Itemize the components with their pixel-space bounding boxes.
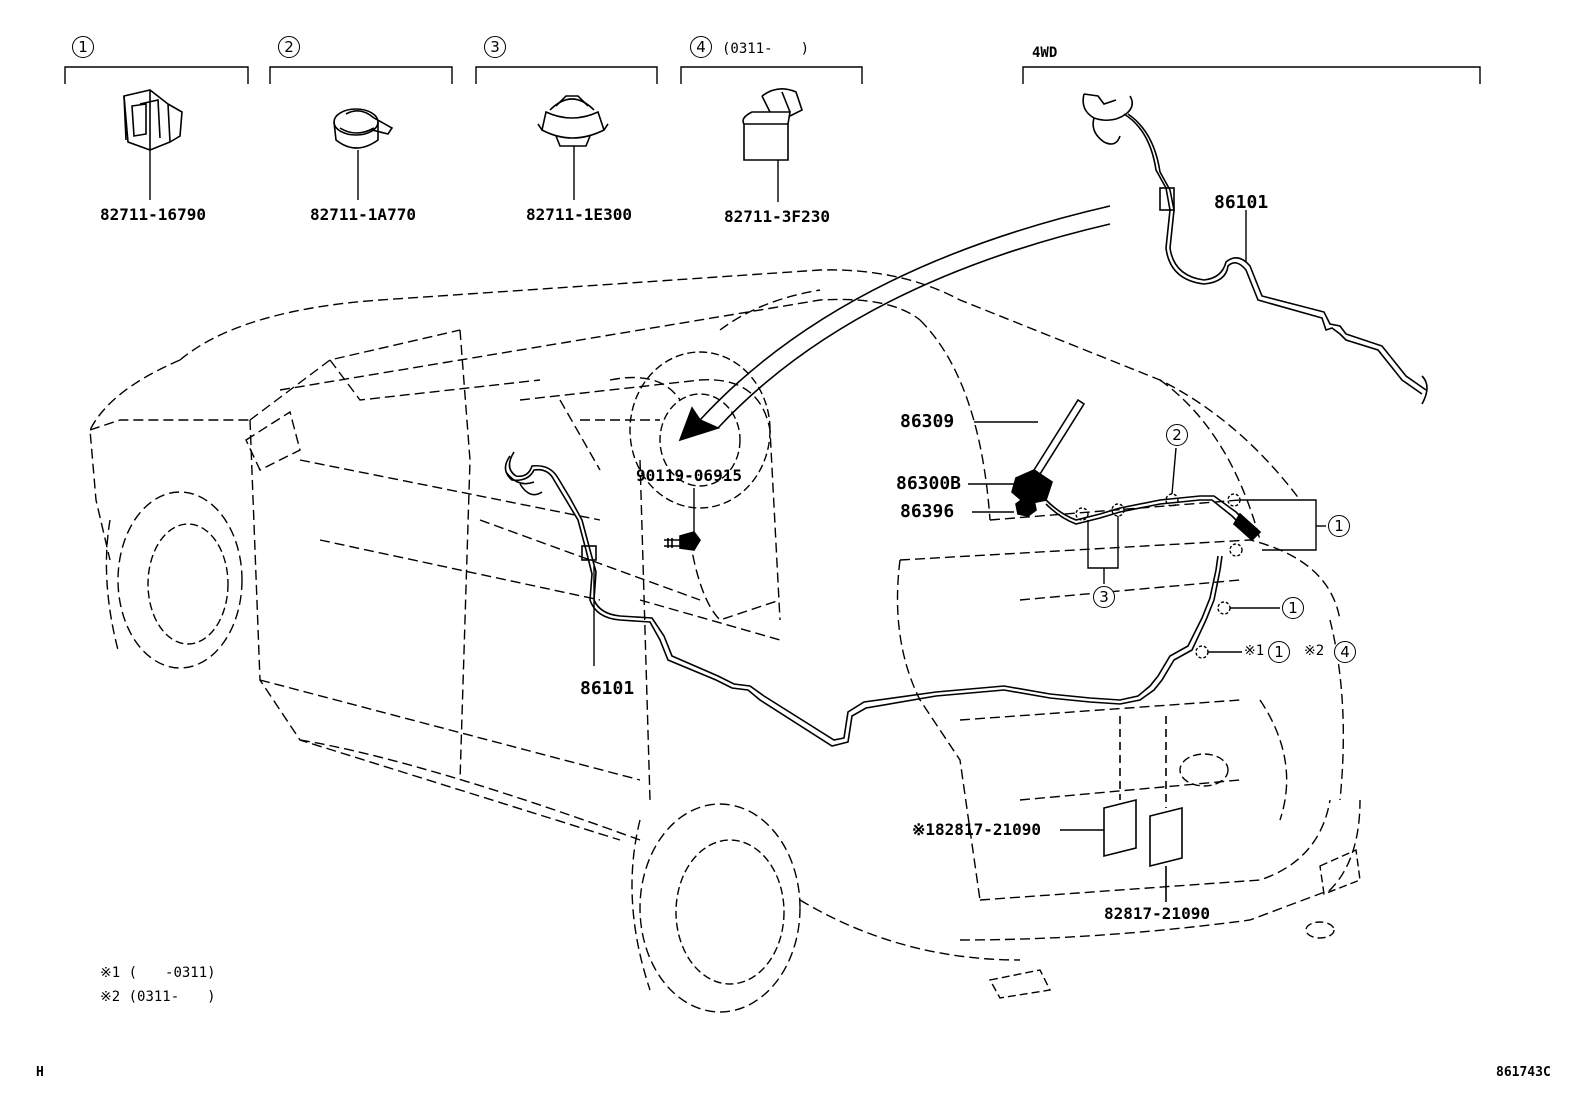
- diagram-code: 861743C: [1496, 1065, 1551, 1080]
- nut: [972, 497, 1037, 517]
- clip-1-drawing: [123, 89, 183, 200]
- part-number-82711-3F230[interactable]: 82711-3F230: [724, 207, 830, 226]
- steering-wheel: [629, 351, 771, 509]
- part-number-86300B[interactable]: 86300B: [896, 473, 962, 494]
- wire-harness-4wd: [1082, 93, 1428, 405]
- part-number-pad-left[interactable]: ※182817-21090: [912, 820, 1041, 839]
- part-4-date-note: (0311- ): [722, 41, 810, 57]
- clip-3-drawing: [537, 95, 609, 200]
- vehicle-outline: [89, 269, 1361, 961]
- part-index-1: 1: [72, 36, 94, 58]
- rear-wheel: [631, 803, 801, 1013]
- label-4wd: 4WD: [1032, 45, 1058, 61]
- pads: [1060, 716, 1183, 902]
- part-number-82711-16790[interactable]: 82711-16790: [100, 205, 206, 224]
- part-index-3: 3: [484, 36, 506, 58]
- front-wheel: [105, 491, 243, 669]
- clamp-points: [1075, 493, 1243, 659]
- clamp-mark-x2-num: 4: [1334, 641, 1356, 663]
- part-number-90119-06915[interactable]: 90119-06915: [636, 466, 742, 485]
- tail-details: [988, 753, 1361, 999]
- clamp-mark-1-single: 1: [1282, 597, 1304, 619]
- clamp-note-x2: ※2: [1304, 643, 1325, 659]
- clamp-mark-x1-num: 1: [1268, 641, 1290, 663]
- part-number-86101-4wd[interactable]: 86101: [1214, 192, 1269, 213]
- part-number-82711-1A770[interactable]: 82711-1A770: [310, 205, 416, 224]
- part-number-86396[interactable]: 86396: [900, 501, 955, 522]
- part-index-4: 4: [690, 36, 712, 58]
- clamp-mark-2: 2: [1166, 424, 1188, 446]
- part-index-2: 2: [278, 36, 300, 58]
- part-number-82711-1E300[interactable]: 82711-1E300: [526, 205, 632, 224]
- corner-label-left: H: [36, 1065, 44, 1080]
- part-number-86309[interactable]: 86309: [900, 411, 955, 432]
- part-number-86101-main[interactable]: 86101: [580, 678, 635, 699]
- note-line-1: ※1 ( -0311): [100, 965, 216, 981]
- clamp-leaders: [1087, 447, 1326, 653]
- clip-4-drawing: [742, 88, 803, 202]
- clamp-mark-3-group: 3: [1093, 586, 1115, 608]
- pointer-arrow: [678, 205, 1111, 442]
- part-number-pad-right[interactable]: 82817-21090: [1104, 904, 1210, 923]
- clamp-note-x1: ※1: [1244, 643, 1265, 659]
- wire-harness-main: [504, 451, 1223, 747]
- screw: [664, 488, 701, 551]
- top-part-brackets: [64, 66, 1481, 84]
- antenna-base: [968, 469, 1262, 542]
- clamp-mark-1-group: 1: [1328, 515, 1350, 537]
- note-line-2: ※2 (0311- ): [100, 989, 216, 1005]
- antenna-rod: [974, 398, 1086, 476]
- clip-2-drawing: [333, 108, 394, 200]
